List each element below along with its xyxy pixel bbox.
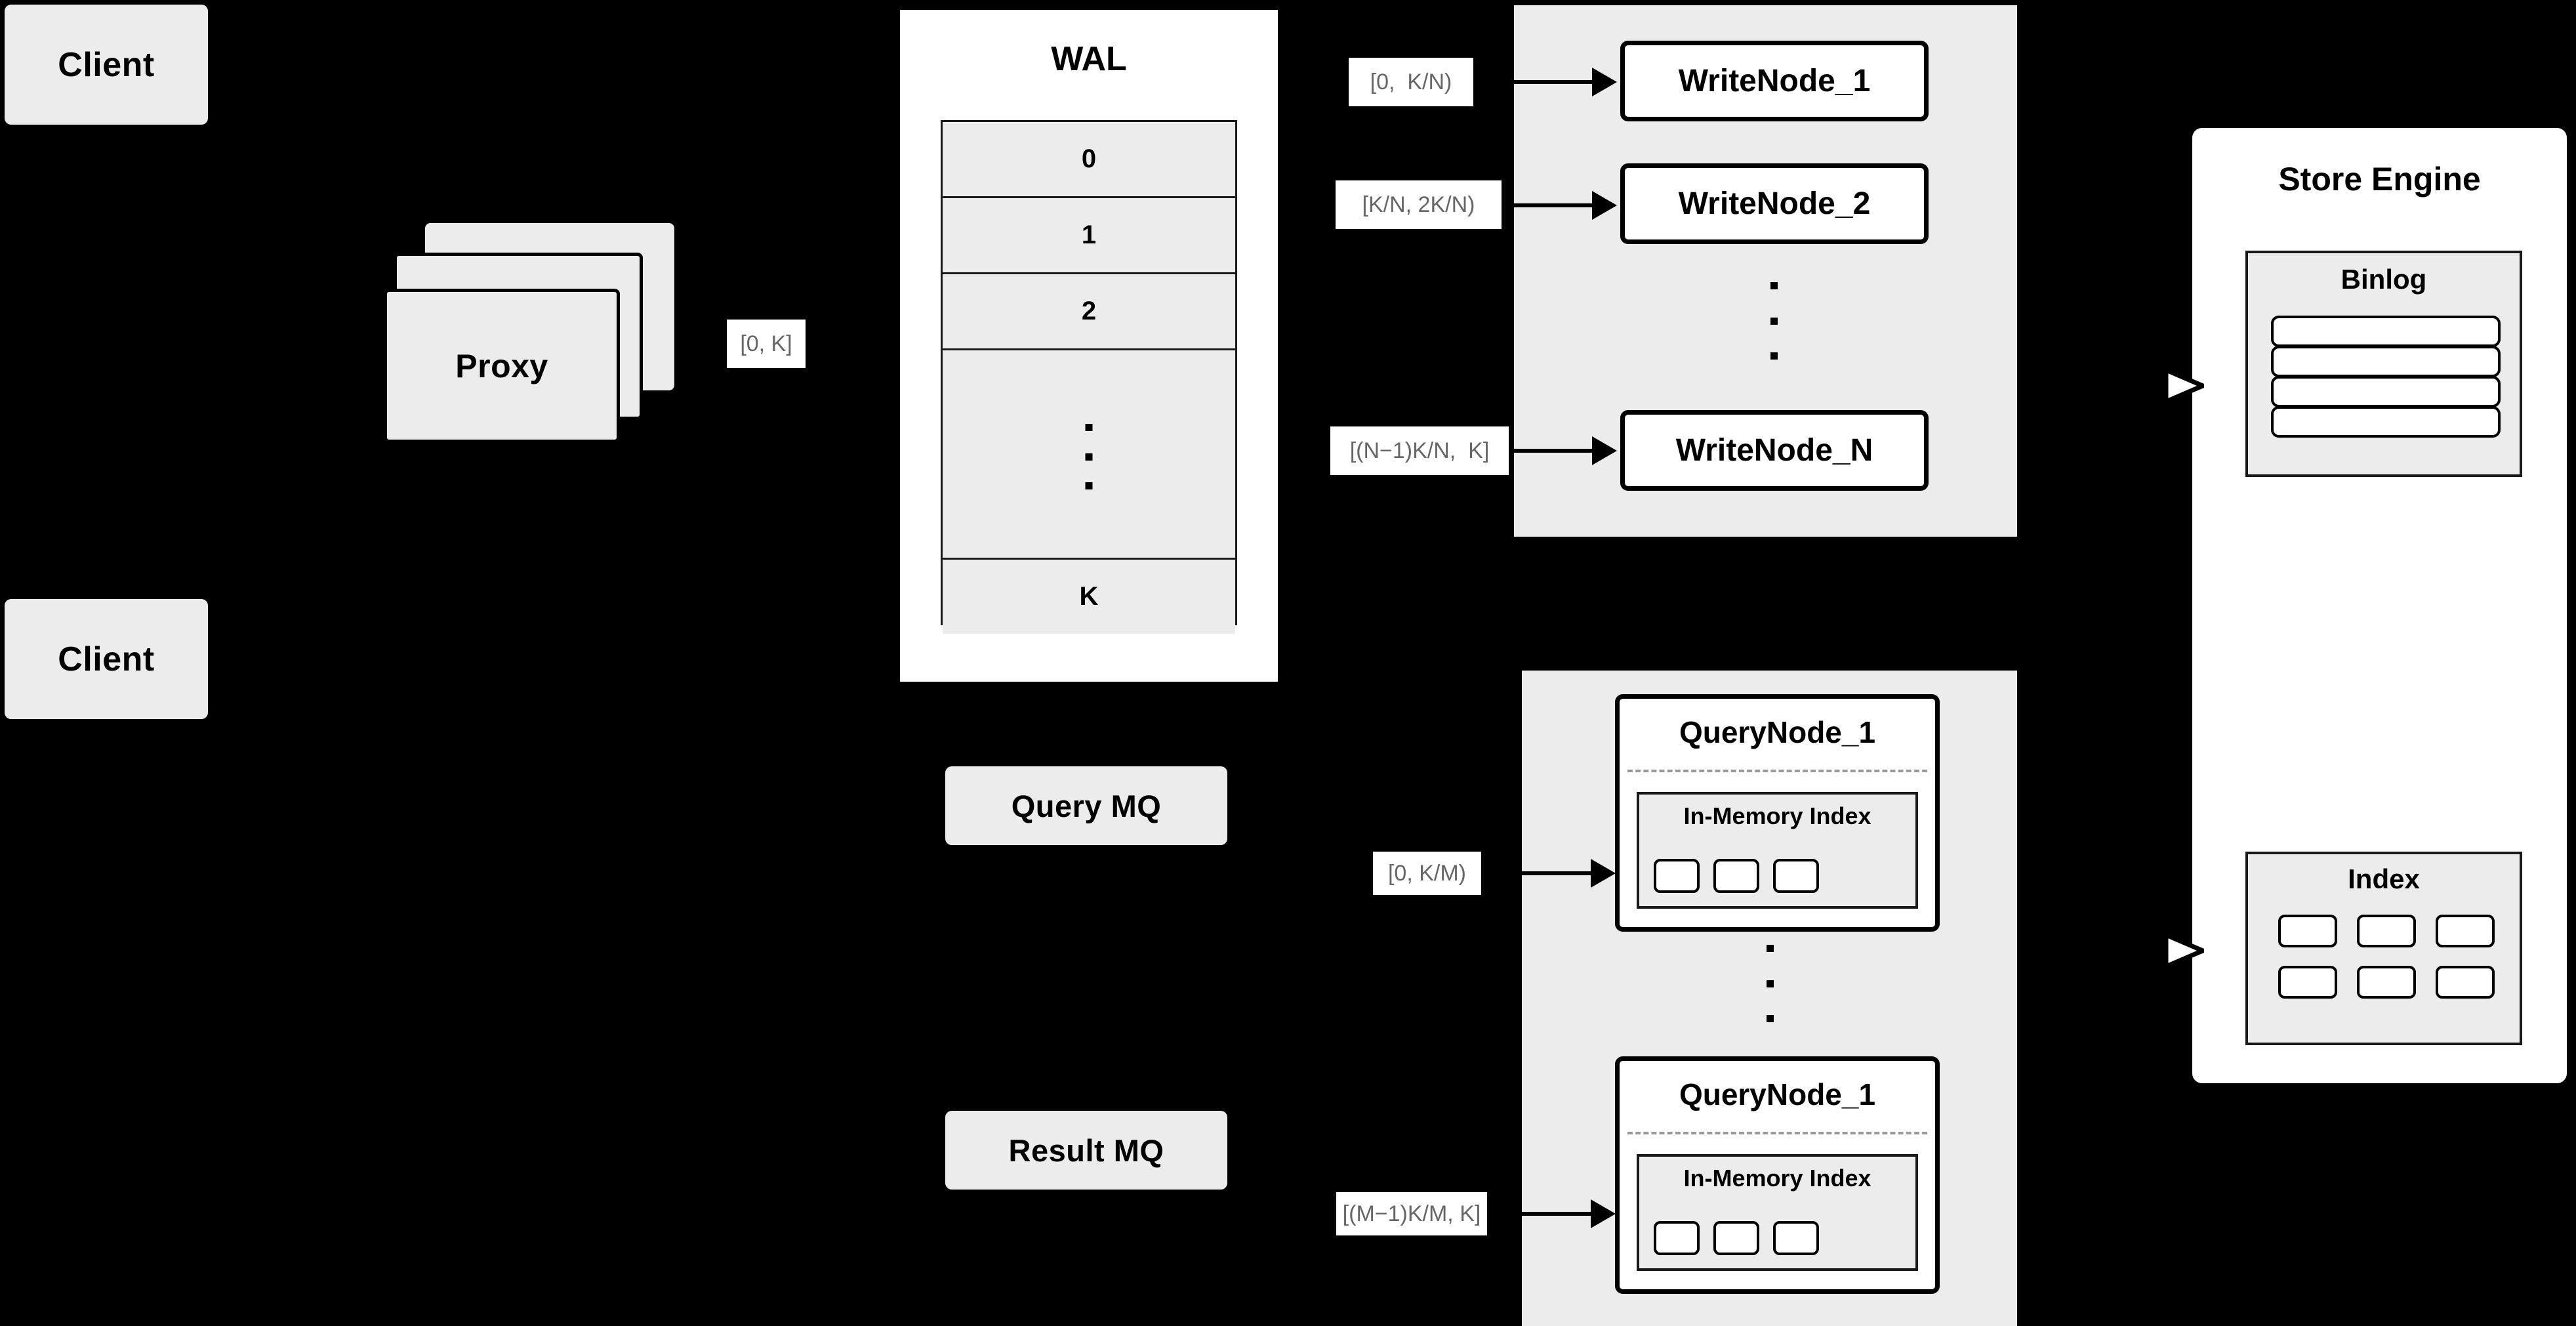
index-cell	[2278, 966, 2337, 999]
client-node-2-label: Client	[58, 640, 155, 678]
result-mq-label: Result MQ	[1008, 1132, 1164, 1168]
query-cluster-vertical-ellipsis-icon	[1766, 945, 1774, 1022]
index-slot	[1654, 859, 1700, 893]
wal-row: 1	[943, 198, 1235, 274]
write-range-label-n: [(N−1)K/N, K]	[1330, 426, 1509, 475]
index-panel: Index	[2245, 852, 2522, 1045]
binlog-row	[2271, 406, 2501, 438]
query-node-1-divider	[1627, 770, 1927, 772]
index-title: Index	[2348, 863, 2420, 894]
write-arrow-head-2	[1592, 191, 1617, 220]
write-node-2-label: WriteNode_2	[1678, 186, 1871, 221]
index-slot	[1654, 1221, 1700, 1255]
binlog-row	[2271, 376, 2501, 407]
query-node-1[interactable]: QueryNode_1 In-Memory Index	[1615, 694, 1940, 932]
wal-row: 2	[943, 274, 1235, 350]
write-arrow-line-2	[1513, 203, 1611, 207]
proxy-output-range-label: [0, K]	[727, 320, 806, 368]
query-arrow-head-1	[1591, 859, 1616, 888]
write-node-n-label: WriteNode_N	[1675, 433, 1873, 468]
index-cell	[2357, 966, 2416, 999]
wal-row-ellipsis	[943, 350, 1235, 560]
query-arrow-head-m	[1591, 1199, 1616, 1228]
binlog-arrow-head-icon	[2165, 367, 2204, 404]
index-arrow-head-icon	[2165, 932, 2204, 969]
write-node-1[interactable]: WriteNode_1	[1620, 41, 1929, 121]
write-range-label-1: [0, K/N)	[1349, 58, 1473, 106]
write-arrow-head-1	[1592, 68, 1617, 96]
write-arrow-line-n	[1513, 449, 1611, 453]
in-memory-index-title-m: In-Memory Index	[1683, 1165, 1871, 1191]
query-range-label-m: [(M−1)K/M, K]	[1336, 1192, 1487, 1235]
binlog-title: Binlog	[2341, 264, 2427, 295]
proxy-node[interactable]: Proxy	[384, 289, 620, 443]
client-node-1[interactable]: Client	[5, 5, 208, 125]
client-node-1-label: Client	[58, 45, 155, 84]
query-mq-node[interactable]: Query MQ	[945, 766, 1227, 845]
write-cluster-vertical-ellipsis-icon	[1770, 282, 1778, 360]
in-memory-index-panel-m: In-Memory Index	[1637, 1154, 1918, 1271]
write-range-label-2: [K/N, 2K/N)	[1336, 180, 1502, 229]
write-node-2[interactable]: WriteNode_2	[1620, 163, 1929, 244]
index-cell	[2278, 915, 2337, 947]
query-node-m[interactable]: QueryNode_1 In-Memory Index	[1615, 1056, 1940, 1294]
index-cell	[2436, 966, 2495, 999]
query-arrow-line-1	[1522, 871, 1610, 875]
index-slot	[1713, 1221, 1759, 1255]
in-memory-index-title-1: In-Memory Index	[1683, 802, 1871, 829]
write-node-1-label: WriteNode_1	[1678, 64, 1871, 98]
in-memory-index-panel-1: In-Memory Index	[1637, 792, 1918, 909]
wal-row: K	[943, 560, 1235, 634]
client-node-2[interactable]: Client	[5, 599, 208, 719]
wal-entry-table: 0 1 2 K	[941, 120, 1237, 634]
wal-vertical-ellipsis-icon	[1085, 424, 1093, 489]
binlog-row	[2271, 346, 2501, 377]
index-arrow-line	[2122, 949, 2184, 953]
query-mq-label: Query MQ	[1011, 788, 1162, 823]
query-arrow-line-m	[1522, 1212, 1610, 1216]
query-node-m-divider	[1627, 1132, 1927, 1134]
wal-row: 0	[943, 122, 1235, 198]
query-node-m-label: QueryNode_1	[1679, 1077, 1876, 1111]
binlog-row	[2271, 316, 2501, 347]
index-cell	[2357, 915, 2416, 947]
binlog-panel: Binlog	[2245, 251, 2522, 477]
index-slot	[1773, 859, 1819, 893]
wal-title: WAL	[1051, 40, 1127, 78]
write-arrow-head-n	[1592, 436, 1617, 465]
store-engine-title: Store Engine	[2278, 161, 2481, 197]
query-range-label-1: [0, K/M)	[1373, 852, 1481, 895]
result-mq-node[interactable]: Result MQ	[945, 1111, 1227, 1190]
index-cell	[2436, 915, 2495, 947]
index-slot	[1773, 1221, 1819, 1255]
query-node-1-label: QueryNode_1	[1679, 715, 1876, 749]
proxy-label: Proxy	[455, 347, 548, 384]
index-slot	[1713, 859, 1759, 893]
write-arrow-line-1	[1513, 80, 1611, 84]
binlog-arrow-line	[2122, 384, 2184, 388]
write-node-n[interactable]: WriteNode_N	[1620, 410, 1929, 491]
